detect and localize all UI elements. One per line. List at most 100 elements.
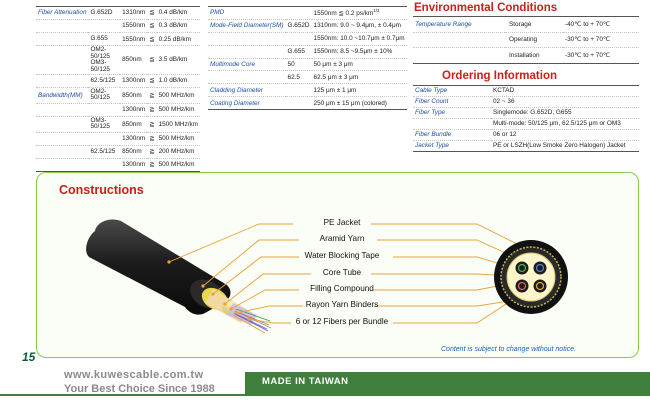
ordering-label [413, 118, 491, 130]
spec-value: 50 μm ± 3 μm [311, 58, 407, 72]
condition-name: Operating [505, 32, 563, 48]
fiber-type: 62.5/125 [88, 145, 121, 159]
wavelength: 1550nm [120, 32, 148, 47]
wavelength: 850nm [120, 145, 148, 159]
fiber-type: G.655 [285, 45, 312, 59]
ordering-label: Jacket Type [413, 140, 491, 152]
page-number: 15 [22, 350, 36, 364]
operator: ≦ [147, 32, 157, 47]
condition-label [413, 32, 505, 48]
spec-label [36, 103, 89, 117]
disclaimer-note: Content is subject to change without not… [441, 346, 577, 353]
spec-label [36, 132, 89, 146]
operator: ≦ [147, 5, 157, 21]
wavelength: 1300nm [120, 158, 148, 173]
ordering-value: 06 or 12 [491, 129, 639, 141]
condition-value: -40℃ to + 70℃ [563, 16, 639, 33]
footer-underline [0, 394, 650, 396]
spec-label: PMD [208, 6, 286, 20]
callout-label: PE Jacket [323, 218, 361, 227]
spec-value-text: 1550nm: 8.5 ~9.5μm ± 10% [313, 47, 393, 55]
ordering-title: Ordering Information [442, 70, 557, 82]
fiber-type: G.652D [285, 19, 312, 33]
spec-label [36, 74, 89, 89]
wavelength: 850nm [120, 116, 148, 133]
ordering-label: Cable Type [413, 85, 491, 97]
spec-value: 1550nm ≦ 0.2 ps/km1/2 [311, 6, 407, 20]
environment-row: Installation-30℃ to + 70℃ [413, 47, 639, 64]
callout-label: Core Tube [322, 268, 362, 277]
spec-value-text: 1550nm ≦ 0.2 ps/km [313, 10, 374, 18]
operator: ≦ [147, 45, 157, 75]
fiber-type [285, 6, 312, 20]
environmental-title: Environmental Conditions [414, 2, 558, 14]
spec-label: Bandwidth(MM) [36, 87, 89, 104]
spec-label: Fiber Attenuation [36, 5, 89, 21]
bottom-margin [0, 394, 650, 412]
spec-label: Multimode Core [208, 58, 286, 72]
spec-row: 1550nm≦0.3 dB/km [36, 19, 200, 34]
spec-label [36, 116, 89, 133]
callout-label: Aramid Yarn [319, 234, 365, 243]
fiber-type [88, 158, 121, 173]
spec-value-text: 1550nm: 10.0 ~10.7μm ± 0.7μm [313, 35, 405, 43]
ordering-value: PE or LSZH(Low Smoke Zero Halogen) Jacke… [491, 140, 639, 152]
fiber-type [285, 32, 312, 46]
website-url[interactable]: www.kuwescable.com.tw [64, 369, 204, 381]
construction-panel: Constructions [36, 172, 639, 358]
spec-value: 1310nm: 9.0 ~ 9.4μm, ± 0.4μm [311, 19, 407, 33]
fiber-type [285, 83, 312, 98]
ordering-row: Multi-mode: 50/125 μm, 62.5/125 μm or OM… [413, 118, 639, 130]
fiber-type: G.655 [88, 32, 121, 47]
wavelength: 850nm [120, 87, 148, 104]
spec-label [36, 158, 89, 173]
fiber-type: OM3-50/125 [88, 116, 121, 133]
wavelength: 1300nm [120, 132, 148, 146]
spec-value: 500 MHz/km [156, 87, 200, 104]
condition-label [413, 47, 505, 64]
spec-value: 0.25 dB/km [156, 32, 200, 47]
spec-label [36, 145, 89, 159]
spec-label [36, 45, 89, 75]
wavelength: 850nm [120, 45, 148, 75]
ordering-value: KCTAD [491, 85, 639, 97]
spec-value: 1550nm: 8.5 ~9.5μm ± 10% [311, 45, 407, 59]
cable-side-view [86, 219, 272, 334]
callout-label: Filling Compound [310, 284, 374, 293]
operator: ≧ [147, 158, 157, 173]
operator: ≧ [147, 103, 157, 117]
construction-title: Constructions [59, 183, 144, 197]
operator: ≧ [147, 87, 157, 104]
wavelength: 1300nm [120, 103, 148, 117]
spec-row: Coating Diameter 250 μm ± 15 μm (colored) [208, 96, 407, 111]
fiber-type [88, 19, 121, 34]
fiber-type: 50 [285, 58, 312, 72]
spec-value-text: 50 μm ± 3 μm [313, 60, 353, 68]
ordering-label: Fiber Bundle [413, 129, 491, 141]
spec-row: PMD 1550nm ≦ 0.2 ps/km1/2 [208, 6, 407, 20]
spec-value: 200 MHz/km [156, 145, 200, 159]
spec-value: 250 μm ± 15 μm (colored) [311, 96, 407, 111]
spec-value: 1500 MHz/km [156, 116, 200, 133]
spec-value: 500 MHz/km [156, 132, 200, 146]
spec-label: Coating Diameter [208, 96, 286, 111]
condition-name: Storage [505, 16, 563, 33]
cable-cross-section [494, 240, 568, 314]
